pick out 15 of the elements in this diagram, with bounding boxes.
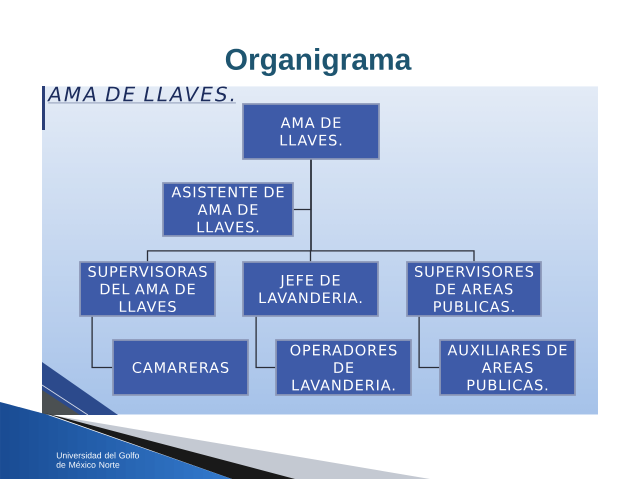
org-box: SUPERVISORES DE AREAS PUBLICAS.: [406, 261, 542, 317]
org-box: AMA DE LLAVES.: [242, 103, 380, 160]
org-box: CAMARERAS: [112, 339, 249, 396]
org-box: AUXILIARES DE AREAS PUBLICAS.: [439, 339, 576, 396]
org-box: JEFE DE LAVANDERIA.: [242, 261, 379, 317]
org-box: ASISTENTE DE AMA DE LLAVES.: [162, 182, 294, 237]
org-box: SUPERVISORAS DEL AMA DE LLAVES: [79, 261, 216, 317]
connector-line: [91, 316, 112, 368]
connector-line: [310, 160, 475, 262]
connector-line: [418, 316, 440, 368]
org-box: OPERADORES DE LAVANDERIA.: [275, 339, 412, 396]
university-name: Universidad del Golfo de México Norte: [56, 452, 139, 468]
connector-line: [255, 316, 276, 368]
slide-title: Organigrama: [226, 48, 412, 76]
heading: AMA DE LLAVES.: [47, 86, 236, 104]
